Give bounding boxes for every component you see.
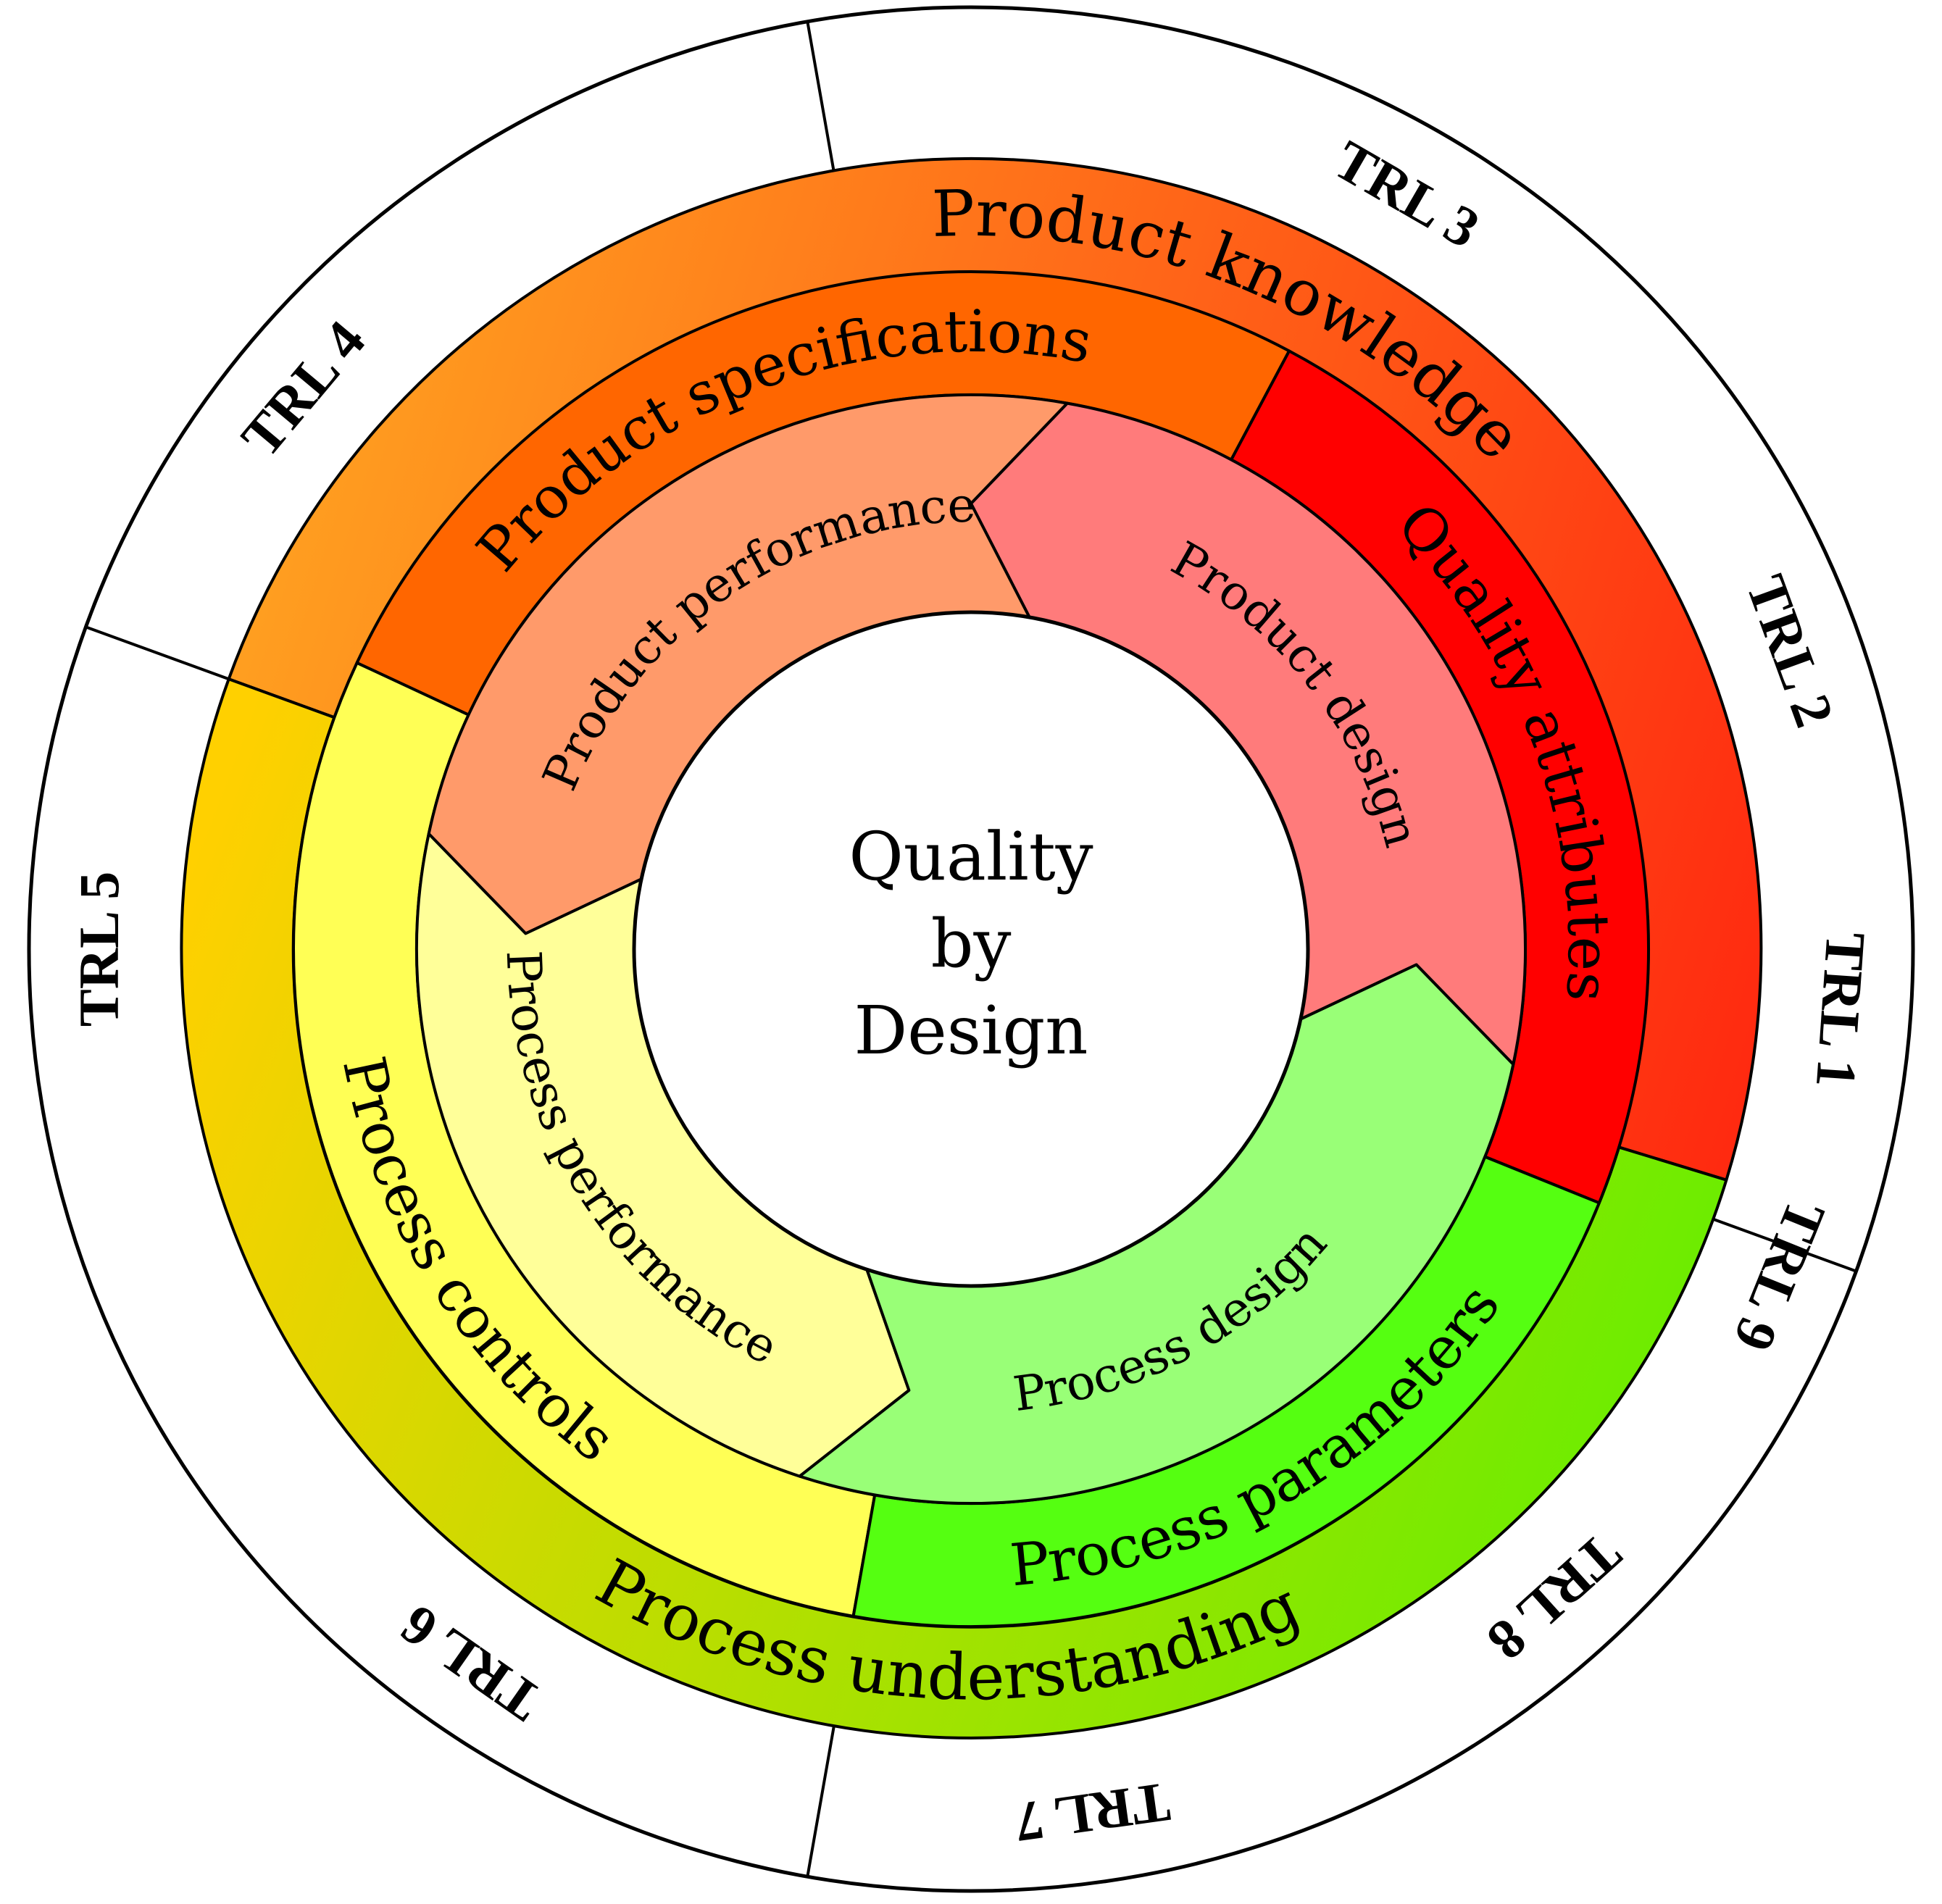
trl-divider-line — [806, 21, 835, 172]
trl-outer-ring — [27, 5, 1915, 1893]
trl-label-4: TRL 4 — [229, 309, 378, 468]
trl-dividers — [85, 21, 1857, 1877]
center-circle — [632, 610, 1310, 1288]
trl-divider-line — [806, 1726, 835, 1877]
trl-label-7: TRL 7 — [1011, 1771, 1174, 1855]
center-title-line-1: Quality — [849, 818, 1093, 895]
trl-divider-line — [1712, 1217, 1857, 1273]
center-title-line-3: Design — [854, 992, 1088, 1069]
trl-label-1: TRL 1 — [1804, 930, 1878, 1090]
trl-divider-line — [85, 625, 230, 681]
trl-label-5: TRL 5 — [67, 872, 130, 1027]
trl-label-2: TRL 2 — [1734, 567, 1846, 735]
trl-label-9: TRL 9 — [1721, 1192, 1838, 1360]
trl-label-8: TRL 8 — [1476, 1521, 1634, 1672]
trl-label-6: TRL 6 — [389, 1593, 553, 1734]
center-title-line-2: by — [931, 905, 1012, 982]
